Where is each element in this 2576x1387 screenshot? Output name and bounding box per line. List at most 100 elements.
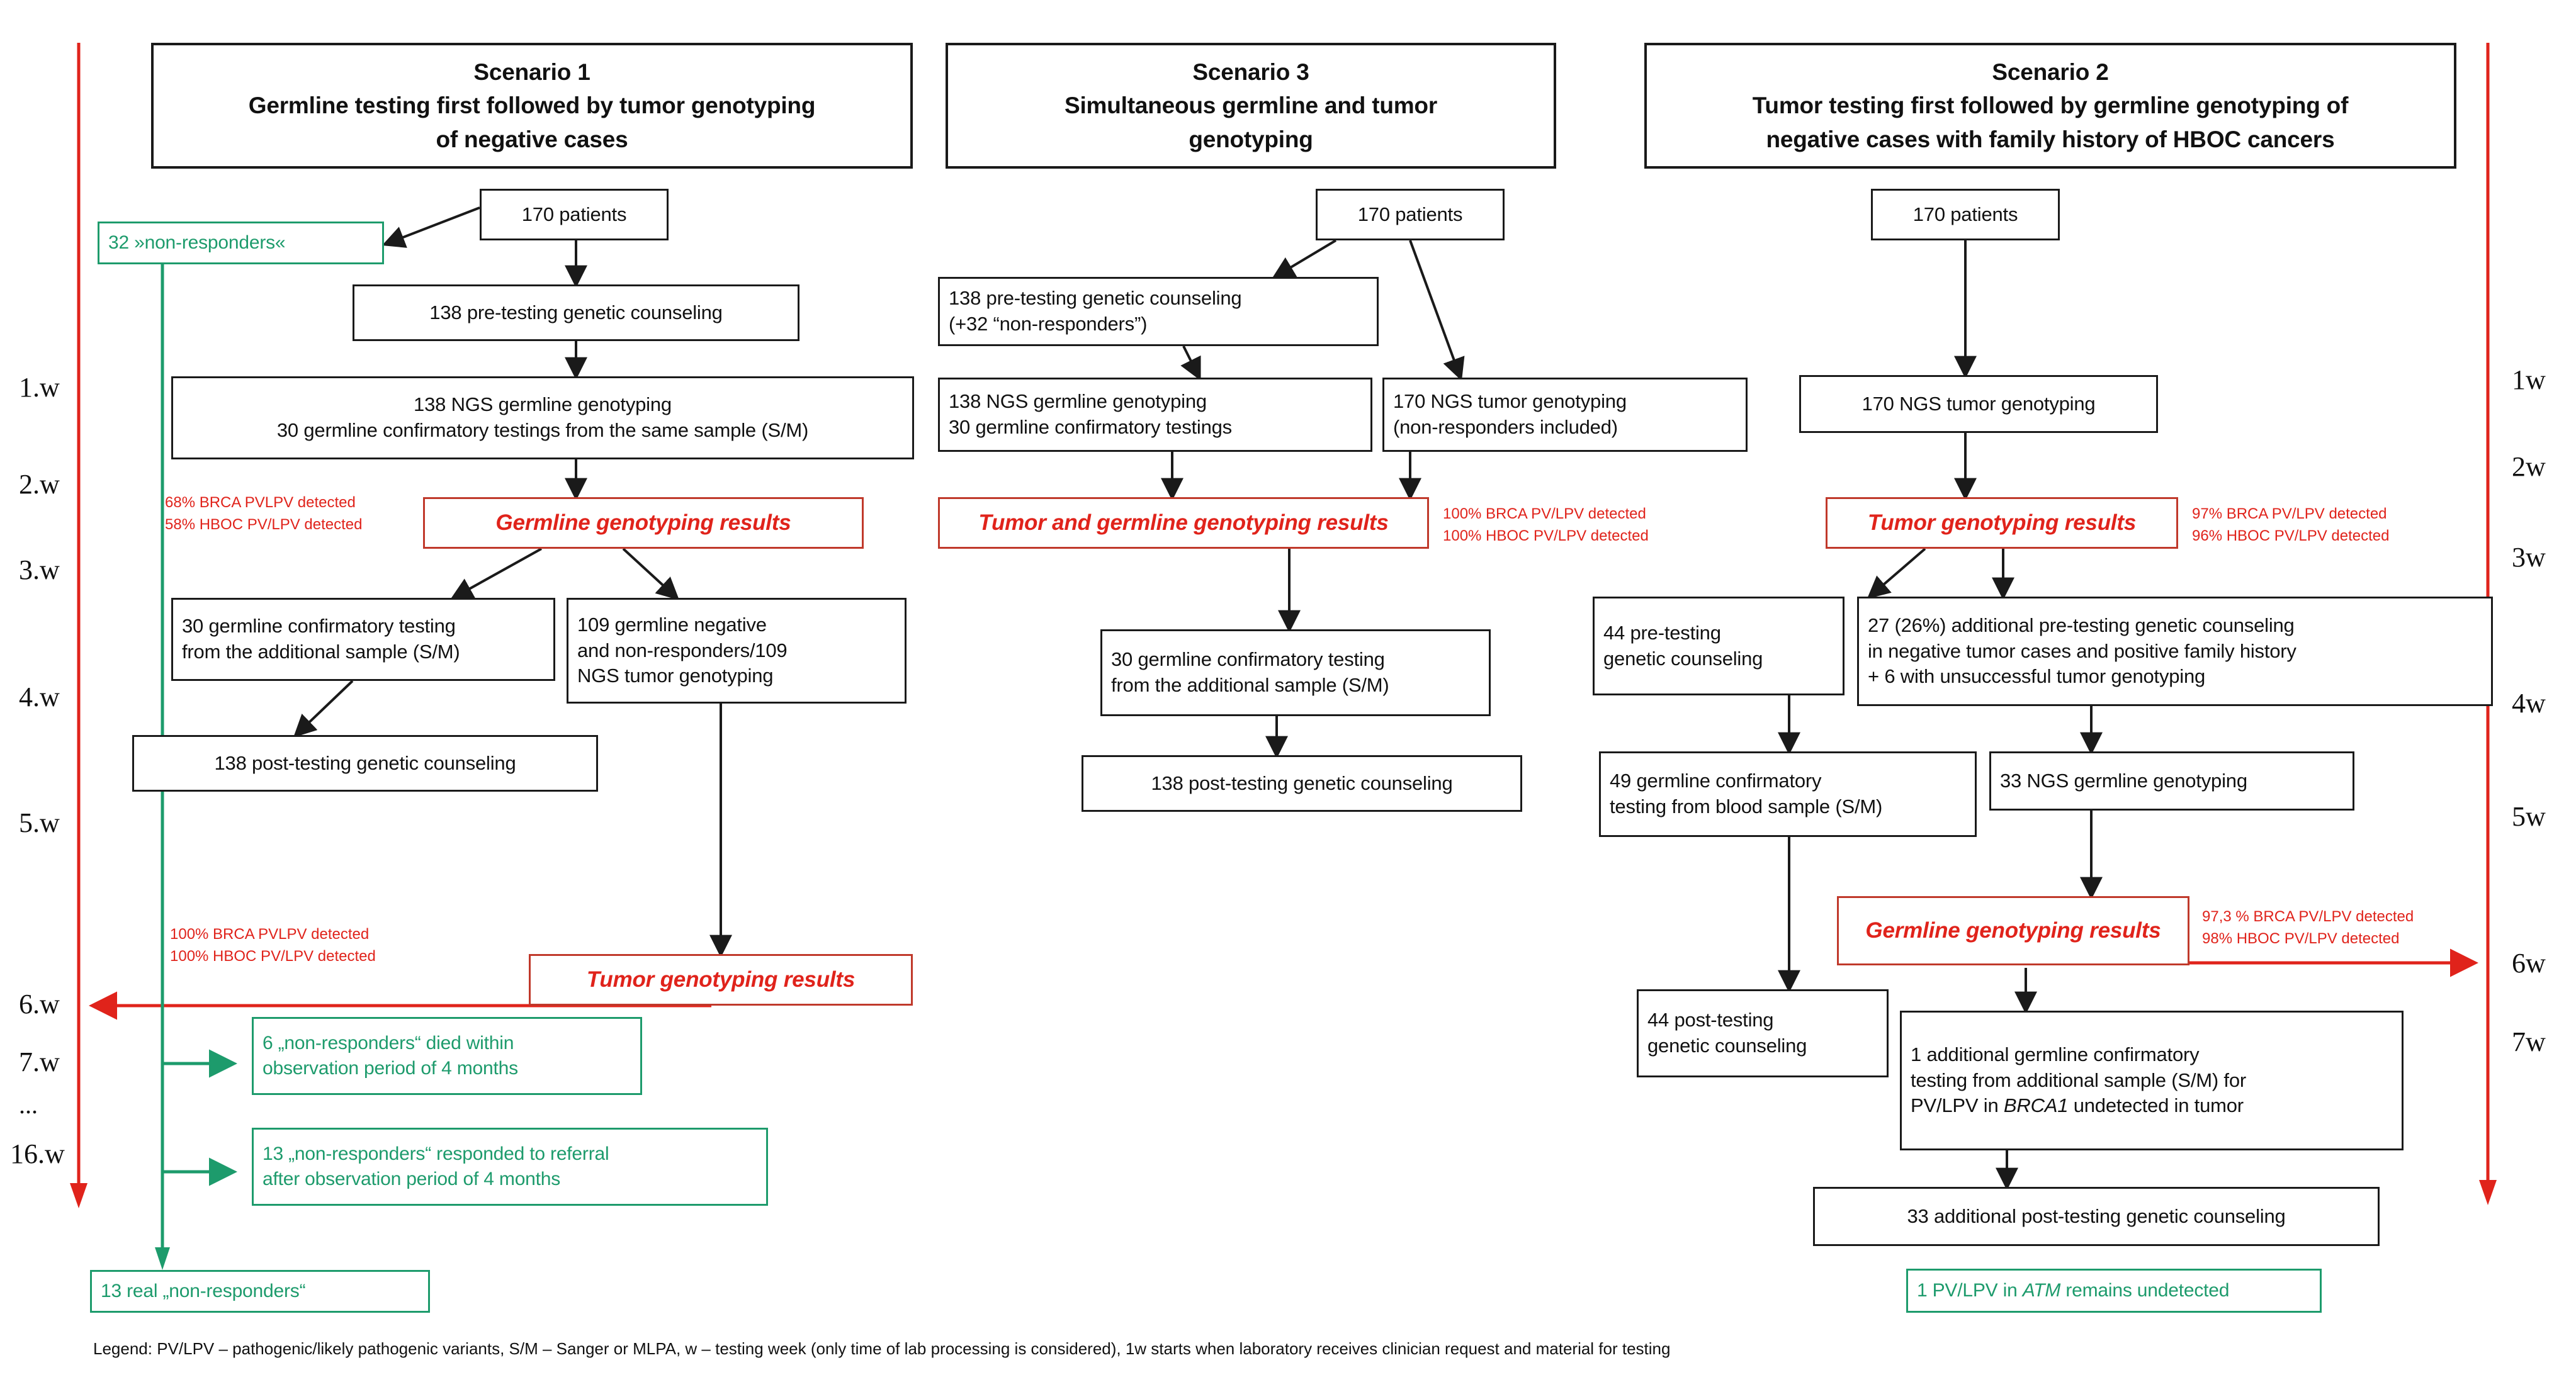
scenario2-patients-box: 170 patients — [1871, 189, 2060, 240]
scenario1-post-counseling-label: 138 post-testing genetic counseling — [214, 751, 516, 774]
timeline-left-tick-5w: 5.w — [19, 807, 60, 838]
scenario1-title-box: Scenario 1 Germline testing first follow… — [151, 43, 913, 169]
scenario3-ngs-tumor-line2: (non-responders included) — [1393, 416, 1618, 438]
figure-legend: Legend: PV/LPV – pathogenic/likely patho… — [93, 1339, 1671, 1358]
scenario2-title-line2: Tumor testing first followed by germline… — [1752, 93, 2349, 119]
scenario1-real-non-responders-label: 13 real „non-responders“ — [101, 1281, 306, 1302]
scenario1-died-box: 6 „non-responders“ died within observati… — [252, 1017, 642, 1095]
scenario1-tumor-results-label: Tumor genotyping results — [586, 967, 856, 992]
scenario2-title-box: Scenario 2 Tumor testing first followed … — [1644, 43, 2456, 169]
scenario3-pct-line2: 100% HBOC PV/LPV detected — [1443, 527, 1649, 544]
scenario1-germline-pct-line2: 58% HBOC PV/LPV detected — [165, 515, 363, 533]
scenario2-post-counseling-line2: genetic counseling — [1647, 1035, 1807, 1057]
scenario1-died-line1: 6 „non-responders“ died within — [263, 1033, 514, 1054]
scenario2-title-line3: negative cases with family history of HB… — [1766, 126, 2335, 152]
scenario1-pretest-counseling-label: 138 pre-testing genetic counseling — [429, 301, 723, 323]
scenario3-results-label: Tumor and germline genotyping results — [978, 510, 1389, 535]
scenario2-ngs-tumor-box: 170 NGS tumor genotyping — [1799, 375, 2158, 433]
scenario2-undetected-pre: 1 PV/LPV in — [1917, 1280, 2023, 1301]
scenario1-non-responders-box: 32 »non-responders« — [98, 222, 384, 264]
timeline-right-tick-4w: 4w — [2512, 688, 2546, 719]
scenario2-addl-confirm-line3-pre: PV/LPV in — [1911, 1094, 2004, 1117]
scenario1-ngs-germline-box: 138 NGS germline genotyping 30 germline … — [171, 376, 914, 459]
scenario2-undetected-text: 1 PV/LPV in ATM remains undetected — [1917, 1278, 2229, 1303]
scenario1-confirm-testing-line1: 30 germline confirmatory testing — [182, 615, 456, 637]
scenario1-responded-box: 13 „non-responders“ responded to referra… — [252, 1128, 768, 1206]
scenario2-addl-post-counseling-box: 33 additional post-testing genetic couns… — [1813, 1187, 2380, 1246]
scenario3-post-counseling-box: 138 post-testing genetic counseling — [1082, 755, 1522, 812]
scenario1-ngs-germline-line2: 30 germline confirmatory testings from t… — [276, 419, 809, 441]
scenario1-patients-box: 170 patients — [480, 189, 669, 240]
scenario2-ngs-germline-box: 33 NGS germline genotyping — [1989, 751, 2354, 811]
scenario3-title-line1: Scenario 3 — [1192, 59, 1309, 85]
scenario1-died-line2: observation period of 4 months — [263, 1058, 518, 1079]
scenario2-germline-results-label: Germline genotyping results — [1865, 918, 2161, 943]
scenario3-pretest-counseling-line2: (+32 “non-responders”) — [949, 313, 1148, 335]
timeline-right-tick-5w: 5w — [2512, 801, 2546, 832]
scenario2-addl-confirm-line3: PV/LPV in BRCA1 undetected in tumor — [1911, 1093, 2244, 1119]
timeline-right-tick-3w: 3w — [2512, 542, 2546, 573]
scenario2-tumor-pct-line1: 97% BRCA PV/LPV detected — [2192, 505, 2387, 522]
scenario2-post-counseling-line1: 44 post-testing — [1647, 1009, 1774, 1031]
scenario2-confirm-testing-box: 49 germline confirmatory testing from bl… — [1599, 751, 1977, 837]
timeline-left-tick-1w: 1.w — [19, 372, 60, 403]
scenario3-confirm-testing-box: 30 germline confirmatory testing from th… — [1100, 629, 1491, 716]
scenario1-pretest-counseling-box: 138 pre-testing genetic counseling — [353, 284, 799, 341]
scenario1-tumor-results-box: Tumor genotyping results — [529, 954, 913, 1006]
scenario3-title-line2: Simultaneous germline and tumor — [1064, 93, 1438, 119]
scenario2-tumor-pct-line2: 96% HBOC PV/LPV detected — [2192, 527, 2390, 544]
scenario2-addl-confirm-line2: testing from additional sample (S/M) for — [1911, 1069, 2246, 1091]
scenario2-germline-pct-line2: 98% HBOC PV/LPV detected — [2202, 929, 2400, 947]
scenario2-additional-counseling-line3: + 6 with unsuccessful tumor genotyping — [1868, 665, 2206, 688]
scenario2-additional-counseling-line2: in negative tumor cases and positive fam… — [1868, 639, 2296, 662]
timeline-left-tick-ellipsis: ... — [19, 1091, 38, 1119]
scenario1-germline-negative-box: 109 germline negative and non-responders… — [567, 598, 907, 704]
scenario2-addl-post-counseling-label: 33 additional post-testing genetic couns… — [1907, 1204, 2286, 1227]
scenario3-ngs-tumor-line1: 170 NGS tumor genotyping — [1393, 390, 1627, 413]
timeline-left-tick-4w: 4.w — [19, 682, 60, 712]
scenario1-germline-pct-note: 68% BRCA PVLPV detected 58% HBOC PV/LPV … — [165, 492, 363, 536]
scenario2-ngs-tumor-label: 170 NGS tumor genotyping — [1861, 392, 2096, 415]
scenario2-addl-confirm-line3-post: undetected in tumor — [2068, 1094, 2244, 1117]
timeline-right-tick-7w: 7w — [2512, 1026, 2546, 1057]
scenario2-post-counseling-box: 44 post-testing genetic counseling — [1637, 989, 1889, 1077]
timeline-right-tick-2w: 2w — [2512, 451, 2546, 482]
scenario1-tumor-pct-note: 100% BRCA PVLPV detected 100% HBOC PV/LP… — [170, 924, 376, 968]
scenario3-ngs-tumor-box: 170 NGS tumor genotyping (non-responders… — [1382, 378, 1748, 452]
scenario2-germline-results-box: Germline genotyping results — [1837, 896, 2189, 965]
scenario3-patients-label: 170 patients — [1357, 203, 1463, 225]
scenario2-tumor-pct-note: 97% BRCA PV/LPV detected 96% HBOC PV/LPV… — [2192, 503, 2390, 548]
scenario3-pct-note: 100% BRCA PV/LPV detected 100% HBOC PV/L… — [1443, 503, 1649, 548]
scenario1-tumor-pct-line2: 100% HBOC PV/LPV detected — [170, 947, 376, 965]
scenario2-gene-brca1: BRCA1 — [2003, 1094, 2069, 1117]
scenario1-germline-pct-line1: 68% BRCA PVLPV detected — [165, 494, 356, 511]
scenario2-confirm-testing-line1: 49 germline confirmatory — [1610, 770, 1822, 792]
scenario3-title-box: Scenario 3 Simultaneous germline and tum… — [946, 43, 1556, 169]
scenario3-confirm-testing-line1: 30 germline confirmatory testing — [1111, 648, 1385, 671]
scenario1-real-non-responders-box: 13 real „non-responders“ — [90, 1270, 430, 1313]
scenario2-confirm-testing-line2: testing from blood sample (S/M) — [1610, 795, 1883, 817]
scenario1-germline-negative-line2: and non-responders/109 — [577, 639, 788, 661]
scenario2-germline-pct-line1: 97,3 % BRCA PV/LPV detected — [2202, 908, 2414, 925]
scenario2-addl-confirm-box: 1 additional germline confirmatory testi… — [1900, 1011, 2404, 1150]
scenario2-pretest-counseling-line2: genetic counseling — [1603, 647, 1763, 670]
scenario3-title-line3: genotyping — [1189, 126, 1313, 152]
scenario1-ngs-germline-line1: 138 NGS germline genotyping — [414, 393, 672, 416]
scenario3-ngs-germline-line2: 30 germline confirmatory testings — [949, 416, 1232, 438]
scenario2-tumor-results-box: Tumor genotyping results — [1826, 497, 2178, 549]
scenario2-pretest-counseling-box: 44 pre-testing genetic counseling — [1593, 597, 1844, 695]
timeline-left-tick-3w: 3.w — [19, 554, 60, 585]
scenario1-germline-negative-line3: NGS tumor genotyping — [577, 665, 774, 687]
timeline-left-tick-6w: 6.w — [19, 989, 60, 1019]
scenario1-non-responders-label: 32 »non-responders« — [108, 232, 286, 254]
scenario2-ngs-germline-label: 33 NGS germline genotyping — [2000, 769, 2247, 792]
scenario3-confirm-testing-line2: from the additional sample (S/M) — [1111, 674, 1389, 696]
timeline-right-tick-1w: 1w — [2512, 364, 2546, 395]
scenario1-germline-results-box: Germline genotyping results — [423, 497, 864, 549]
scenario3-ngs-germline-line1: 138 NGS germline genotyping — [949, 390, 1207, 413]
scenario1-germline-negative-line1: 109 germline negative — [577, 613, 767, 636]
scenario2-pretest-counseling-line1: 44 pre-testing — [1603, 621, 1721, 644]
timeline-left-tick-16w: 16.w — [10, 1138, 65, 1169]
scenario1-germline-results-label: Germline genotyping results — [495, 510, 791, 535]
